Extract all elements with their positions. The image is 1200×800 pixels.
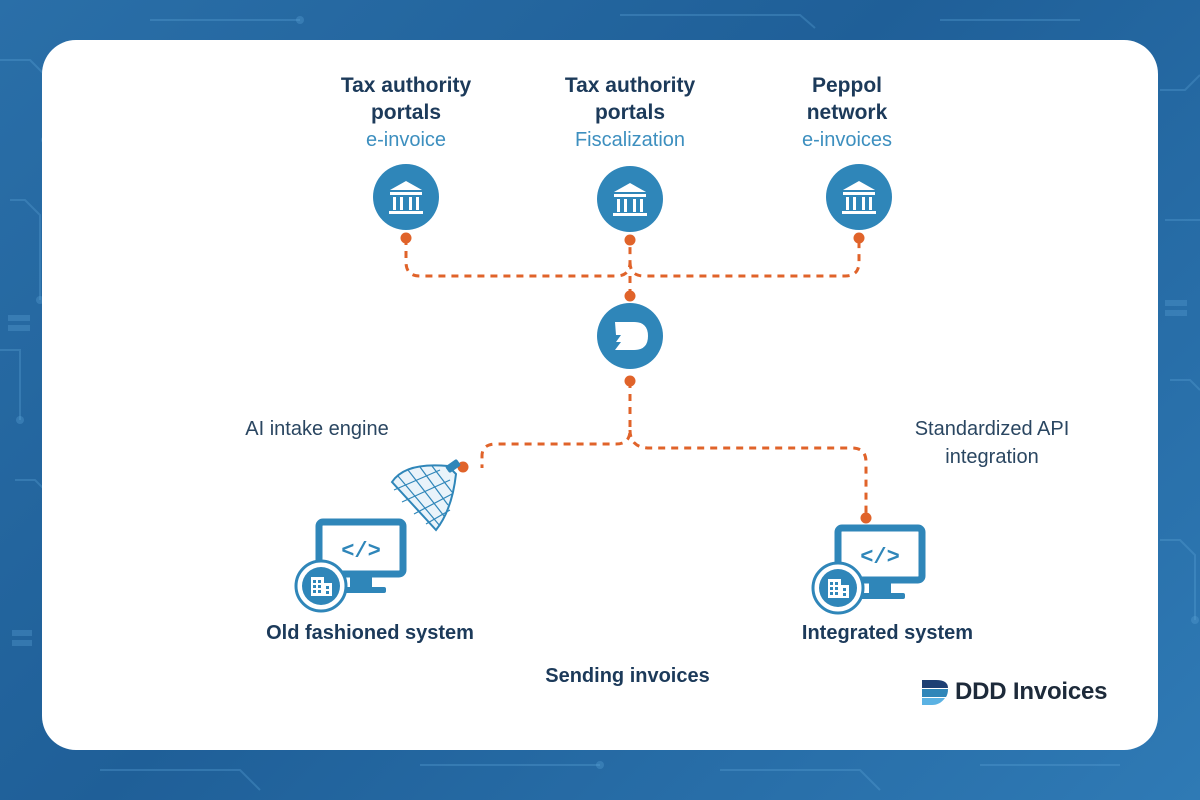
node-peppol-title: Peppol network: [727, 72, 967, 126]
dot-node1: [400, 232, 412, 244]
code-monitor-icon: </>: [315, 518, 407, 593]
dot-integrated: [860, 512, 872, 524]
node-title-line: Peppol: [811, 74, 882, 97]
footer-title: Sending invoices: [545, 665, 710, 687]
office-building-icon: [811, 561, 865, 615]
node-title-line: Tax authority: [340, 74, 472, 97]
brand-name: DDD Invoices: [955, 678, 1108, 705]
net-funnel-icon: [390, 459, 461, 532]
node-tax-portal-fiscalization-subtitle: Fiscalization: [574, 129, 686, 151]
node-title-line: portals: [370, 101, 441, 124]
node-title-line: network: [806, 101, 888, 124]
svg-text:</>: </>: [860, 545, 900, 570]
code-monitor-icon: </>: [834, 524, 926, 599]
dot-net: [457, 461, 469, 473]
api-integration-line: Standardized API: [914, 418, 1070, 440]
ddd-logo-icon: [922, 680, 948, 705]
node-title-line: portals: [594, 101, 665, 124]
office-building-icon: [294, 559, 348, 613]
bank-building-icon: [373, 164, 439, 230]
dot-hub-bottom: [624, 375, 636, 387]
svg-text:</>: </>: [341, 539, 381, 564]
ddd-hub-icon: [597, 303, 663, 369]
connector-lines: [404, 238, 868, 518]
node-tax-portal-fiscalization-title: Tax authority portals: [510, 72, 750, 126]
api-integration-label: Standardized API integration: [882, 415, 1102, 471]
node-tax-portal-einvoice-title: Tax authority portals: [286, 72, 526, 126]
bank-building-icon: [597, 166, 663, 232]
api-integration-line: integration: [945, 446, 1039, 468]
dot-node3: [853, 232, 865, 244]
integrated-system-label: Integrated system: [801, 622, 974, 644]
node-tax-portal-einvoice-subtitle: e-invoice: [365, 129, 447, 151]
bank-building-icon: [826, 164, 892, 230]
connector-dots: [400, 232, 872, 524]
node-peppol-subtitle: e-invoices: [801, 129, 893, 151]
ai-intake-label: AI intake engine: [245, 418, 389, 440]
dot-hub-top: [624, 290, 636, 302]
node-title-line: Tax authority: [564, 74, 696, 97]
old-system-label: Old fashioned system: [266, 622, 474, 644]
dot-node2: [624, 234, 636, 246]
diagram-card: [42, 40, 1158, 750]
